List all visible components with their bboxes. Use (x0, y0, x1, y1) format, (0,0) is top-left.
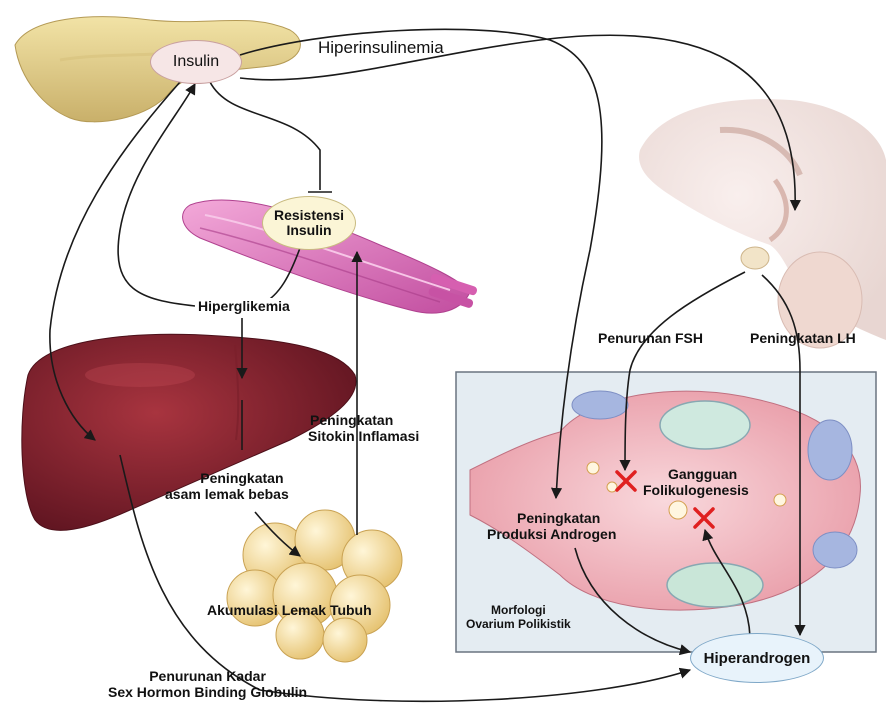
shbg-line-1: Penurunan Kadar (108, 668, 307, 684)
arrow-hyperglycemia-to-insulin (118, 84, 195, 306)
free-fatty-acids-label: Peningkatan asam lemak bebas (165, 470, 289, 502)
hyperglycemia-label: Hiperglikemia (195, 298, 293, 314)
hyperandrogen-label: Hiperandrogen (704, 650, 811, 667)
insulin-label: Insulin (173, 53, 219, 71)
shbg-line-2: Sex Hormon Binding Globulin (108, 684, 307, 700)
androgen-production-label: Peningkatan Produksi Androgen (487, 510, 616, 542)
pco-morphology-line-1: Morfologi (466, 604, 571, 618)
hyperandrogen-oval: Hiperandrogen (690, 633, 824, 683)
inflammatory-cytokines-label: Peningkatan Sitokin Inflamasi (308, 412, 419, 444)
fat-tissue-illustration (227, 510, 402, 662)
brain-pituitary-illustration (639, 99, 886, 348)
insulin-resistance-oval: Resistensi Insulin (262, 196, 356, 250)
folliculogenesis-line-1: Gangguan (643, 466, 749, 482)
line-insulin-to-resistance (210, 82, 320, 190)
folliculogenesis-line-2: Folikulogenesis (643, 482, 749, 498)
free-fatty-acids-line-2: asam lemak bebas (165, 486, 289, 502)
folliculogenesis-label: Gangguan Folikulogenesis (643, 466, 749, 498)
free-fatty-acids-line-1: Peningkatan (165, 470, 289, 486)
inflammatory-cytokines-line-2: Sitokin Inflamasi (308, 428, 419, 444)
hyperinsulinemia-label: Hiperinsulinemia (318, 38, 444, 58)
pco-morphology-line-2: Ovarium Polikistik (466, 618, 571, 632)
shbg-label: Penurunan Kadar Sex Hormon Binding Globu… (108, 668, 307, 700)
increased-lh-label: Peningkatan LH (750, 330, 856, 346)
insulin-oval: Insulin (150, 40, 242, 84)
body-fat-accumulation-label: Akumulasi Lemak Tubuh (207, 602, 372, 618)
androgen-production-line-2: Produksi Androgen (487, 526, 616, 542)
inflammatory-cytokines-line-1: Peningkatan (308, 412, 419, 428)
pco-morphology-label: Morfologi Ovarium Polikistik (466, 604, 571, 632)
decreased-fsh-label: Penurunan FSH (598, 330, 703, 346)
insulin-resistance-label-2: Insulin (286, 223, 331, 238)
insulin-resistance-label-1: Resistensi (274, 208, 344, 223)
androgen-production-line-1: Peningkatan (487, 510, 616, 526)
